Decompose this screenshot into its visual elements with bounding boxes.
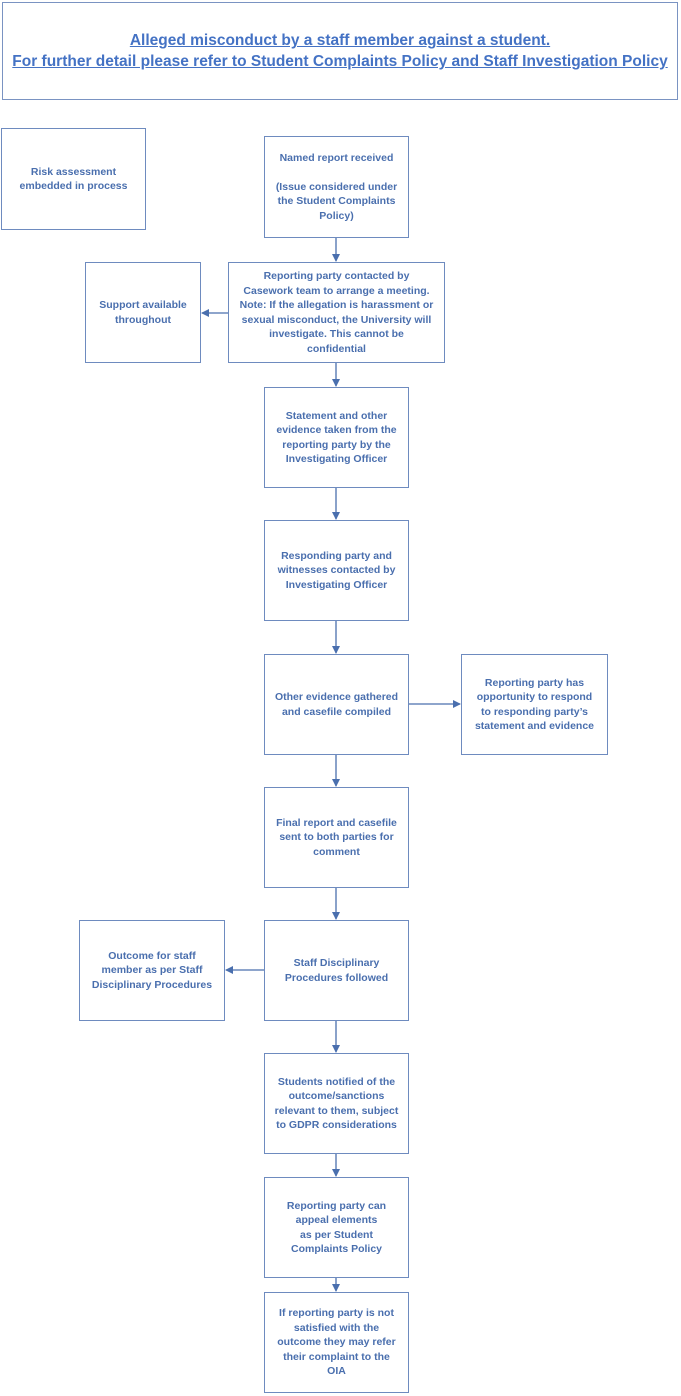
outcome-staff-text: Outcome for staff member as per Staff Di… bbox=[91, 949, 213, 991]
page-subtitle: For further detail please refer to Stude… bbox=[12, 53, 668, 70]
evidence-gathered-box: Other evidence gathered and casefile com… bbox=[264, 654, 409, 755]
outcome-staff-box: Outcome for staff member as per Staff Di… bbox=[79, 920, 225, 1021]
respond-opportunity-text: Reporting party has opportunity to respo… bbox=[474, 676, 595, 733]
appeal-text: Reporting party can appeal elements as p… bbox=[286, 1199, 387, 1256]
appeal-box: Reporting party can appeal elements as p… bbox=[264, 1177, 409, 1278]
final-report-text: Final report and casefile sent to both p… bbox=[276, 816, 397, 858]
responding-party-text: Responding party and witnesses contacted… bbox=[277, 549, 396, 591]
reporting-contacted-text: Reporting party contacted by Casework te… bbox=[239, 270, 434, 355]
support-text: Support available throughout bbox=[99, 299, 187, 326]
page-title: Alleged misconduct by a staff member aga… bbox=[129, 32, 551, 49]
evidence-gathered-text: Other evidence gathered and casefile com… bbox=[274, 691, 399, 718]
risk-assessment-box: Risk assessment embedded in process bbox=[1, 128, 146, 230]
final-report-box: Final report and casefile sent to both p… bbox=[264, 787, 409, 888]
support-box: Support available throughout bbox=[85, 262, 201, 363]
oia-box: If reporting party is not satisfied with… bbox=[264, 1292, 409, 1393]
disciplinary-text: Staff Disciplinary Procedures followed bbox=[284, 957, 389, 984]
students-notified-text: Students notified of the outcome/sanctio… bbox=[274, 1075, 399, 1132]
named-report-box: Named report received (Issue considered … bbox=[264, 136, 409, 238]
students-notified-box: Students notified of the outcome/sanctio… bbox=[264, 1053, 409, 1154]
page-title-box: Alleged misconduct by a staff member aga… bbox=[2, 2, 678, 100]
disciplinary-box: Staff Disciplinary Procedures followed bbox=[264, 920, 409, 1021]
named-report-text: Named report received (Issue considered … bbox=[275, 151, 398, 222]
statement-text: Statement and other evidence taken from … bbox=[276, 409, 397, 466]
statement-box: Statement and other evidence taken from … bbox=[264, 387, 409, 488]
reporting-contacted-box: Reporting party contacted by Casework te… bbox=[228, 262, 445, 363]
oia-text: If reporting party is not satisfied with… bbox=[277, 1307, 396, 1378]
responding-party-box: Responding party and witnesses contacted… bbox=[264, 520, 409, 621]
respond-opportunity-box: Reporting party has opportunity to respo… bbox=[461, 654, 608, 755]
risk-assessment-text: Risk assessment embedded in process bbox=[19, 165, 128, 193]
